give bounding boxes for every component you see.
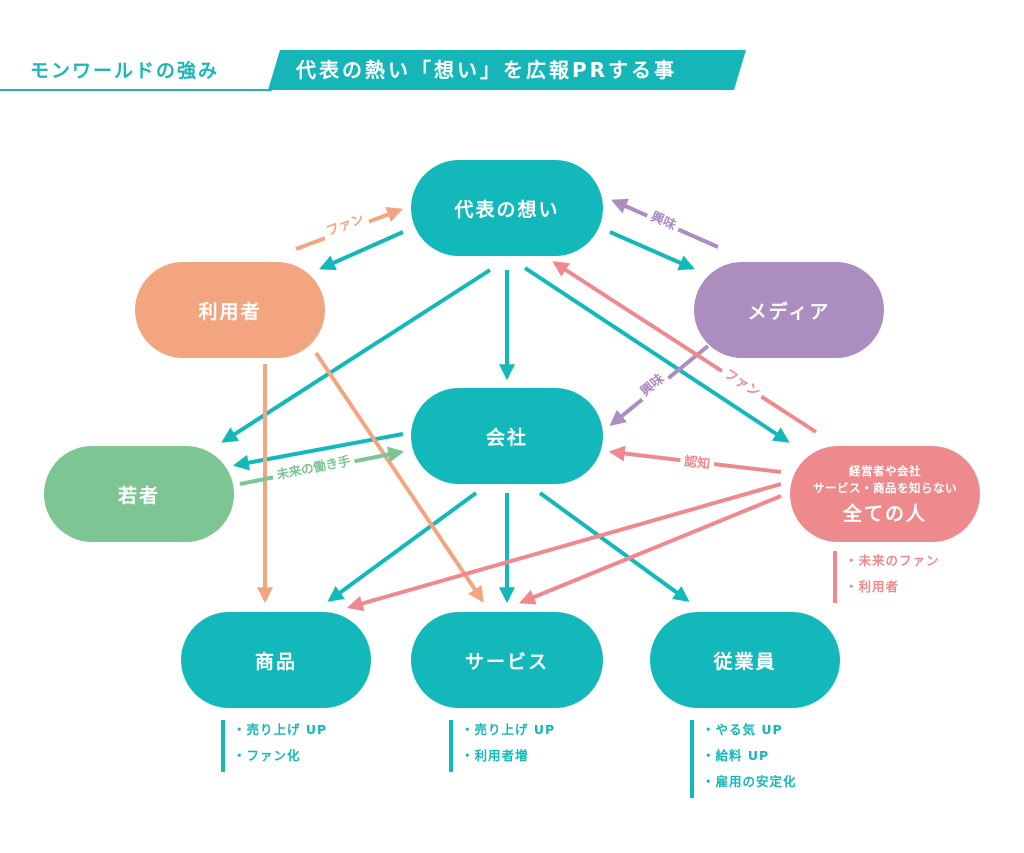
note-item: ・売り上げ UP <box>233 722 328 737</box>
node-users-label: 利用者 <box>198 300 262 323</box>
arrow-rep-to-everyone <box>523 266 790 443</box>
note-item: ・売り上げ UP <box>461 722 556 737</box>
note-item: ・給料 UP <box>702 748 770 763</box>
node-products-label: 商品 <box>254 650 297 673</box>
arrow-rep-to-media <box>609 230 695 271</box>
note-item: ・やる気 UP <box>702 722 783 737</box>
node-representative-thoughts: 代表の想い <box>411 160 603 256</box>
node-media-label: メディア <box>747 300 831 323</box>
node-company: 会社 <box>411 388 603 484</box>
note-item: ・利用者 <box>845 579 900 594</box>
node-employees-label: 従業員 <box>713 650 777 673</box>
arrow-company-to-employees <box>538 491 690 602</box>
header-left-title: モンワールドの強み <box>30 60 220 82</box>
node-products: 商品 <box>181 612 371 708</box>
note-item: ・利用者増 <box>461 748 529 763</box>
note-item: ・雇用の安定化 <box>702 774 797 789</box>
node-users: 利用者 <box>135 262 325 358</box>
header-right-title: 代表の熱い「想い」を広報PRする事 <box>296 58 678 82</box>
notes-employees-bar <box>690 720 694 798</box>
arrow-rep-to-youth <box>221 268 492 443</box>
node-representative-label: 代表の想い <box>454 198 560 221</box>
notes-products-bar <box>221 720 225 772</box>
node-everyone-line1: 経営者や会社 <box>849 463 921 478</box>
notes-everyone: ・未来のファン ・利用者 <box>833 551 940 603</box>
notes-employees: ・やる気 UP ・給料 UP ・雇用の安定化 <box>690 720 797 798</box>
notes-products: ・売り上げ UP ・ファン化 <box>221 720 327 772</box>
node-media: メディア <box>694 262 884 358</box>
node-everyone: 経営者や会社 サービス・商品を知らない 全ての人 <box>790 446 980 542</box>
notes-services-bar <box>449 720 453 772</box>
notes-services: ・売り上げ UP ・利用者増 <box>449 720 555 772</box>
node-everyone-line2: サービス・商品を知らない <box>813 480 957 495</box>
arrow-rep-to-users <box>319 230 404 271</box>
node-youth: 若者 <box>44 446 234 542</box>
header-band <box>268 50 746 90</box>
header-underline <box>0 89 272 91</box>
notes-everyone-bar <box>833 551 837 603</box>
note-item: ・ファン化 <box>233 748 301 763</box>
arrow-everyone-fan-to-rep <box>552 261 818 434</box>
node-employees: 従業員 <box>650 612 840 708</box>
arrow-company-to-products <box>327 491 478 602</box>
arrow-users-to-services <box>314 351 484 603</box>
arrow-everyone-to-services <box>519 494 782 605</box>
arrow-everyone-to-products <box>346 482 782 612</box>
node-company-label: 会社 <box>485 426 528 449</box>
node-services: サービス <box>411 612 603 708</box>
node-services-label: サービス <box>464 650 549 673</box>
note-item: ・未来のファン <box>845 553 940 568</box>
node-youth-label: 若者 <box>117 484 160 507</box>
node-everyone-label: 全ての人 <box>842 502 927 525</box>
